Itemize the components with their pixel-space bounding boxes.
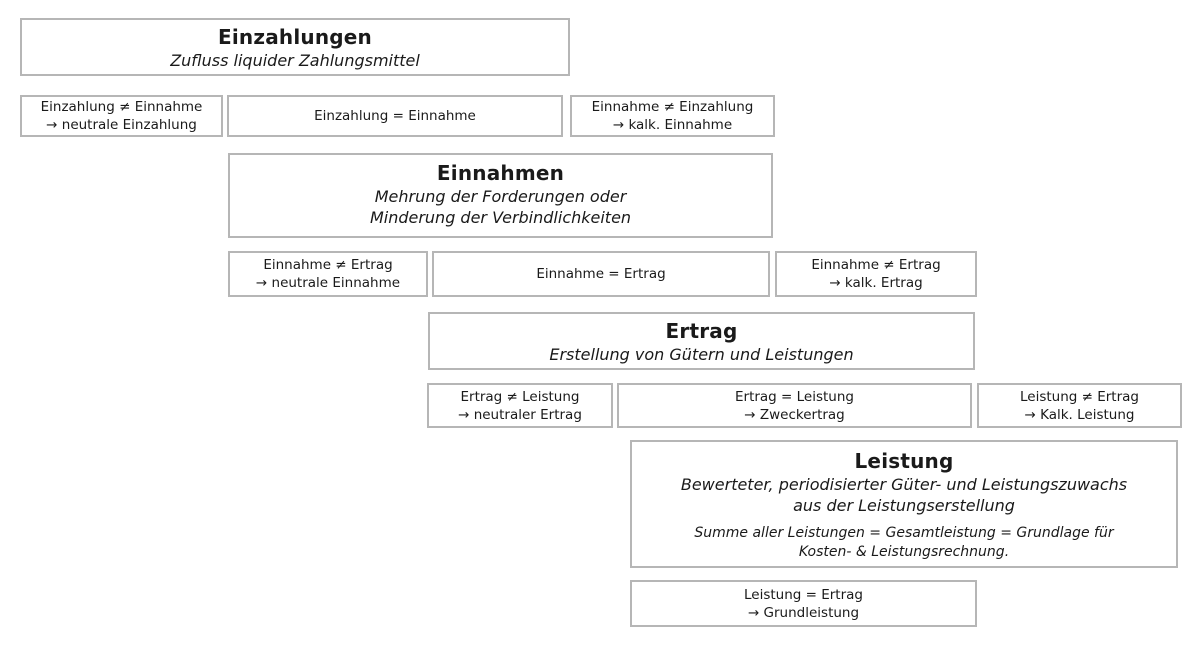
einzahlungen-box: Einzahlungen Zufluss liquider Zahlungsmi…: [20, 18, 570, 76]
leistung-subtitle-line2: aus der Leistungserstellung: [793, 496, 1015, 515]
level2-cell-einnahme-gleich-ertrag: Einnahme = Ertrag: [432, 251, 770, 297]
cell-relation: Einzahlung = Einnahme: [314, 108, 476, 124]
einnahmen-box: Einnahmen Mehrung der Forderungen oder M…: [228, 153, 773, 238]
cell-result: → neutraler Ertrag: [458, 406, 582, 423]
einnahmen-subtitle-line1: Mehrung der Forderungen oder: [374, 187, 627, 206]
cell-relation: Ertrag = Leistung: [734, 388, 854, 405]
cell-result: → neutrale Einzahlung: [46, 117, 197, 133]
einnahmen-title: Einnahmen: [436, 161, 565, 185]
level2-cell-neutrale-einnahme: Einnahme ≠ Ertrag → neutrale Einnahme: [228, 251, 428, 297]
cell-relation: Ertrag ≠ Leistung: [460, 388, 580, 405]
leistung-note: Summe aller Leistungen = Gesamtleistung …: [632, 524, 1176, 562]
level4-cell-grundleistung: Leistung = Ertrag → Grundleistung: [630, 580, 977, 627]
ertrag-subtitle: Erstellung von Gütern und Leistungen: [549, 345, 854, 364]
cell-relation: Einnahme = Ertrag: [536, 266, 666, 282]
leistung-box: Leistung Bewerteter, periodisierter Güte…: [630, 440, 1178, 568]
einnahmen-subtitle-line2: Minderung der Verbindlichkeiten: [369, 208, 632, 227]
cell-result: → Zweckertrag: [744, 406, 845, 423]
leistung-note-line1: Summe aller Leistungen = Gesamtleistung …: [694, 525, 1114, 541]
einzahlungen-title: Einzahlungen: [218, 25, 372, 49]
leistung-title: Leistung: [854, 449, 954, 473]
cell-result: → Grundleistung: [747, 604, 860, 621]
einzahlungen-subtitle: Zufluss liquider Zahlungsmittel: [170, 51, 420, 70]
level1-cell-einzahlung-gleich-einnahme: Einzahlung = Einnahme: [227, 95, 563, 137]
level1-cell-neutrale-einzahlung: Einzahlung ≠ Einnahme → neutrale Einzahl…: [20, 95, 223, 137]
level3-cell-zweckertrag: Ertrag = Leistung → Zweckertrag: [617, 383, 972, 428]
cell-relation: Einnahme ≠ Ertrag: [811, 257, 941, 273]
cell-relation: Einzahlung ≠ Einnahme: [40, 99, 203, 115]
level3-cell-neutraler-ertrag: Ertrag ≠ Leistung → neutraler Ertrag: [427, 383, 613, 428]
level1-cell-kalk-einnahme: Einnahme ≠ Einzahlung → kalk. Einnahme: [570, 95, 775, 137]
cell-relation: Einnahme ≠ Einzahlung: [591, 99, 754, 115]
cell-relation: Einnahme ≠ Ertrag: [263, 257, 393, 273]
cell-result: → kalk. Einnahme: [612, 117, 733, 133]
cell-relation: Leistung ≠ Ertrag: [1019, 388, 1139, 405]
ertrag-box: Ertrag Erstellung von Gütern und Leistun…: [428, 312, 975, 370]
level3-cell-kalk-leistung: Leistung ≠ Ertrag → Kalk. Leistung: [977, 383, 1182, 428]
cell-relation: Leistung = Ertrag: [743, 586, 863, 603]
ertrag-title: Ertrag: [665, 319, 738, 343]
cell-result: → kalk. Ertrag: [829, 275, 923, 291]
leistung-subtitle-line1: Bewerteter, periodisierter Güter- und Le…: [680, 475, 1128, 494]
level2-cell-kalk-ertrag: Einnahme ≠ Ertrag → kalk. Ertrag: [775, 251, 977, 297]
cell-result: → neutrale Einnahme: [255, 275, 401, 291]
cell-result: → Kalk. Leistung: [1024, 406, 1135, 423]
leistung-note-line2: Kosten- & Leistungsrechnung.: [798, 544, 1010, 560]
